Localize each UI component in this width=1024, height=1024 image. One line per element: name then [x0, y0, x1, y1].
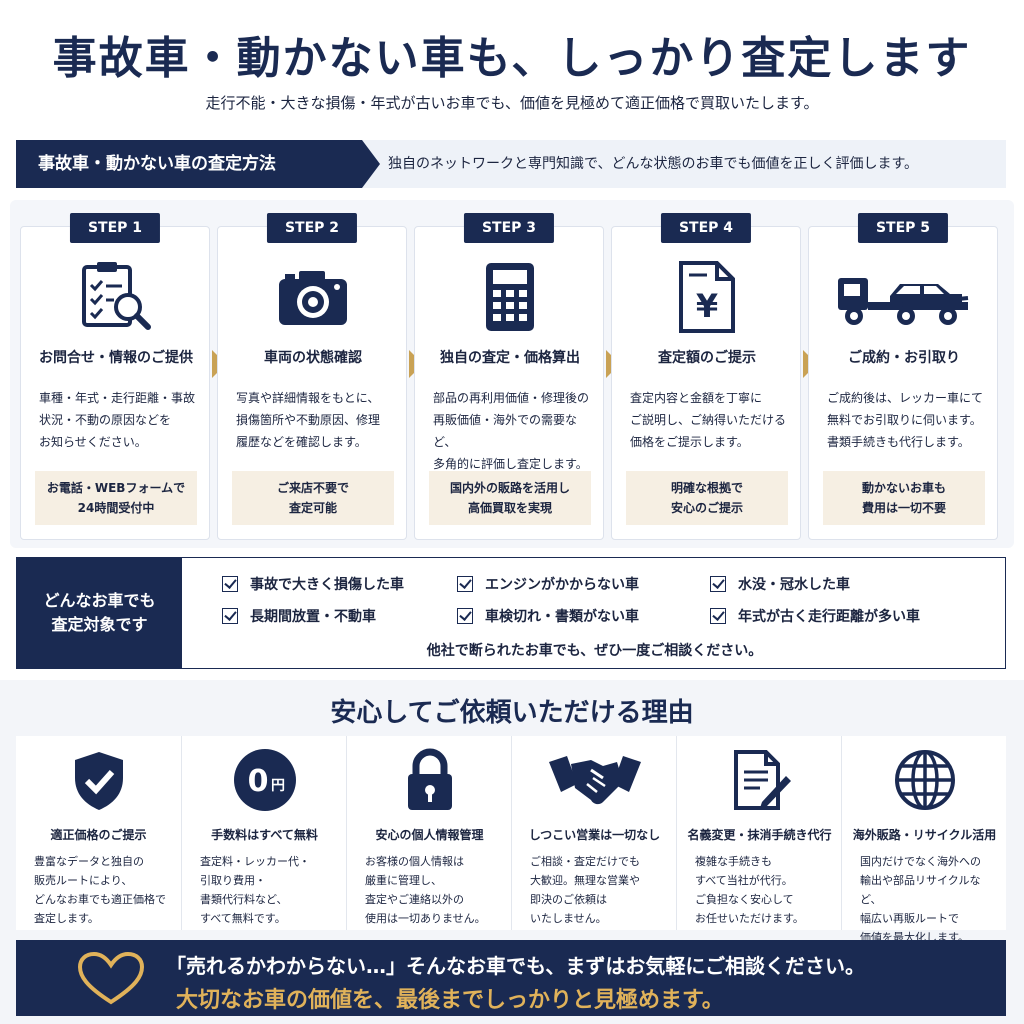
checkbox-icon: [222, 608, 238, 624]
step-title: 査定額のご提示: [658, 350, 756, 366]
step-note: 国内外の販路を活用し 高価買取を実現: [429, 471, 591, 525]
step-description: 車種・年式・走行距離・事故 状況・不動の原因などを お知らせください。: [39, 391, 196, 449]
globe-icon: [842, 744, 1007, 816]
tow-truck-icon: [809, 257, 999, 337]
checklist-search-icon: [21, 257, 211, 337]
banner-message: 「売れるかわからない…」そんなお車でも、まずはお気軽にご相談ください。: [166, 954, 865, 978]
step-badge: STEP 5: [857, 213, 949, 243]
step-note: 動かないお車も 費用は一切不要: [823, 471, 985, 525]
svg-text:¥: ¥: [696, 287, 718, 325]
reason-description: ご相談・査定だけでも 大歓迎。無理な営業や 即決のご依頼は いたしません。: [530, 855, 640, 925]
checkbox-icon: [222, 576, 238, 592]
padlock-icon: [347, 744, 512, 816]
target-item: 年式が古く走行距離が多い車: [710, 606, 920, 626]
reason-description: 査定料・レッカー代・ 引取り費用・ 書類代行料など、 すべて無料です。: [200, 855, 310, 925]
step-card-3: STEP 3 独自の査定・価格算出 部品の再利用価値・修理後の 再販価値・海外で…: [414, 213, 605, 540]
steps-section: STEP 1 お問合せ・情報のご提供 車種・年式・走行距離・事故 状況・不動の原…: [10, 200, 1014, 548]
reason-card: 安心の個人情報管理 お客様の個人情報は 厳重に管理し、 査定やご連絡以外の 使用…: [346, 736, 511, 930]
step-badge: STEP 4: [660, 213, 752, 243]
step-note: ご来店不要で 査定可能: [232, 471, 394, 525]
target-item: 長期間放置・不動車: [222, 606, 376, 626]
reason-card: しつこい営業は一切なし ご相談・査定だけでも 大歓迎。無理な営業や 即決のご依頼…: [511, 736, 676, 930]
method-label: 事故車・動かない車の査定方法: [16, 140, 380, 188]
calculator-icon: [415, 257, 605, 337]
reason-description: 複雑な手続きも すべて当社が代行。 ご負担なく安心して お任せいただけます。: [695, 855, 804, 925]
reason-title: 海外販路・リサイクル活用: [852, 828, 997, 842]
target-note: 他社で断られたお車でも、ぜひ一度ご相談ください。: [426, 643, 763, 659]
reasons-title: 安心してご依頼いただける理由: [330, 698, 694, 728]
reason-card: 海外販路・リサイクル活用 国内だけでなく海外への 輸出や部品リサイクルなど、 幅…: [841, 736, 1007, 944]
step-note: お電話・WEBフォームで 24時間受付中: [35, 471, 197, 525]
step-card-5: STEP 5 ご成約・お引取り ご成約後は、レッカー車にて 無料でお引取りに伺い…: [808, 213, 999, 540]
step-description: 写真や詳細情報をもとに、 損傷箇所や不動原因、修理 履歴などを確認します。: [236, 391, 381, 449]
step-badge: STEP 2: [266, 213, 358, 243]
step-title: 独自の査定・価格算出: [440, 350, 580, 366]
handshake-icon: [512, 744, 677, 816]
step-note: 明確な根拠で 安心のご提示: [626, 471, 788, 525]
step-title: 車両の状態確認: [264, 350, 362, 366]
method-bar: 事故車・動かない車の査定方法 独自のネットワークと専門知識で、どんな状態のお車で…: [16, 140, 1006, 188]
step-badge: STEP 3: [463, 213, 555, 243]
checkbox-icon: [457, 576, 473, 592]
step-title: ご成約・お引取り: [848, 350, 960, 366]
reason-description: 豊富なデータと独自の 販売ルートにより、 どんなお車でも適正価格で 査定します。: [34, 855, 166, 925]
step-description: ご成約後は、レッカー車にて 無料でお引取りに伺います。 書類手続きも代行します。: [827, 391, 984, 449]
reason-title: 名義変更・抹消手続き代行: [687, 828, 832, 842]
step-card-2: STEP 2 車両の状態確認 写真や詳細情報をもとに、 損傷箇所や不動原因、修理…: [217, 213, 408, 540]
page-subtitle: 走行不能・大きな損傷・年式が古いお車でも、価値を見極めて適正価格で買取いたします…: [205, 94, 819, 112]
step-title: お問合せ・情報のご提供: [39, 350, 193, 366]
step-card-4: STEP 4 ¥ 査定額のご提示 査定内容と金額を丁寧に ご説明し、ご納得いただ…: [611, 213, 802, 540]
reason-title: 手数料はすべて無料: [211, 828, 318, 842]
reason-title: 安心の個人情報管理: [375, 828, 484, 842]
reason-card: 名義変更・抹消手続き代行 複雑な手続きも すべて当社が代行。 ご負担なく安心して…: [676, 736, 841, 930]
checkbox-icon: [457, 608, 473, 624]
target-vehicles-box: どんなお車でも 査定対象です 事故で大きく損傷した車 エンジンがかからない車 水…: [16, 557, 1006, 669]
page-title: 事故車・動かない車も、しっかり査定します: [52, 33, 972, 84]
reason-title: 適正価格のご提示: [50, 828, 147, 842]
reason-card: 適正価格のご提示 豊富なデータと独自の 販売ルートにより、 どんなお車でも適正価…: [16, 736, 181, 930]
step-description: 部品の再利用価値・修理後の 再販価値・海外での需要など、 多角的に評価し査定しま…: [433, 391, 590, 471]
method-description: 独自のネットワークと専門知識で、どんな状態のお車でも価値を正しく評価します。: [388, 156, 919, 172]
target-item: 車検切れ・書類がない車: [457, 606, 639, 626]
step-badge: STEP 1: [69, 213, 161, 243]
target-label: どんなお車でも 査定対象です: [17, 558, 182, 668]
svg-text:0: 0: [247, 764, 268, 799]
reason-card: 0 円 手数料はすべて無料 査定料・レッカー代・ 引取り費用・ 書類代行料など、…: [181, 736, 346, 930]
document-pen-icon: [677, 744, 842, 816]
target-item: 水没・冠水した車: [710, 574, 850, 594]
banner-tagline: 大切なお車の価値を、最後までしっかりと見極めます。: [176, 987, 724, 1013]
svg-text:円: 円: [271, 778, 285, 794]
target-item: 事故で大きく損傷した車: [222, 574, 404, 594]
heart-outline-icon: [77, 951, 145, 1005]
shield-check-icon: [16, 744, 181, 816]
step-card-1: STEP 1 お問合せ・情報のご提供 車種・年式・走行距離・事故 状況・不動の原…: [20, 213, 211, 540]
step-description: 査定内容と金額を丁寧に ご説明し、ご納得いただける 価格をご提示します。: [630, 391, 787, 449]
zero-yen-icon: 0 円: [182, 744, 347, 816]
yen-document-icon: ¥: [612, 257, 802, 337]
camera-icon: [218, 257, 408, 337]
reasons-row: 適正価格のご提示 豊富なデータと独自の 販売ルートにより、 どんなお車でも適正価…: [16, 736, 1007, 944]
checkbox-icon: [710, 608, 726, 624]
cta-banner: 「売れるかわからない…」そんなお車でも、まずはお気軽にご相談ください。 大切なお…: [16, 940, 1006, 1016]
target-item: エンジンがかからない車: [457, 574, 639, 594]
reason-title: しつこい営業は一切なし: [528, 828, 661, 842]
reason-description: 国内だけでなく海外への 輸出や部品リサイクルなど、 幅広い再販ルートで 価値を最…: [860, 855, 981, 944]
reason-description: お客様の個人情報は 厳重に管理し、 査定やご連絡以外の 使用は一切ありません。: [365, 855, 486, 925]
checkbox-icon: [710, 576, 726, 592]
